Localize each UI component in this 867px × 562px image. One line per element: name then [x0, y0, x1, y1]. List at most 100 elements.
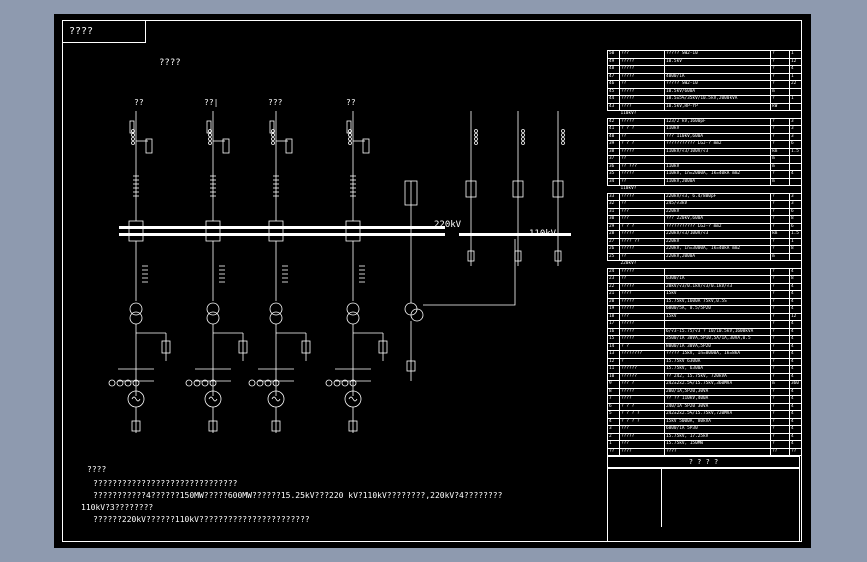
generator-wave: [348, 396, 358, 402]
bom-cell: [664, 267, 771, 276]
bom-cell: 1.5: [789, 230, 802, 239]
bom-cell: 12: [607, 357, 620, 366]
bom-cell: 26: [607, 245, 620, 254]
bom-cell: m: [770, 162, 790, 171]
notes-title: ????: [87, 465, 107, 474]
bom-cell: 15kV 5000A, 80kVA: [664, 417, 771, 426]
bom-cell: 220kV: [664, 207, 771, 216]
bom-cell: 10.5kV/600A: [664, 87, 771, 96]
generator-wave: [271, 396, 281, 402]
bom-cell: ?: [770, 200, 790, 209]
bom-cell: ??????: [619, 372, 665, 381]
bom-cell: 24: [607, 267, 620, 276]
aux-transformer: [161, 340, 171, 354]
bom-cell: [789, 162, 802, 171]
bom-cell: [664, 65, 771, 74]
bom-cell: [664, 320, 771, 329]
unit-label-3: ???: [268, 98, 283, 107]
bom-cell: 110kV/√3/100V/√3: [664, 147, 771, 156]
bom-cell: ???: [619, 440, 665, 449]
bom-row: ??????????????: [607, 447, 802, 456]
bom-cell: 15.75kV, 6300A: [664, 365, 771, 374]
bom-cell: 17: [607, 320, 620, 329]
bom-row: 10???????? 242, 15.75kV, 720kVA?4: [607, 372, 802, 381]
bom-row: 15?????2500/1A 30VA,5P10,5A/1A,30VA,0.5?…: [607, 335, 802, 344]
bom-cell: ?????: [619, 87, 665, 96]
bom-cell: km: [770, 230, 790, 239]
bom-cell: 15kV: [664, 312, 771, 321]
bom-cell: 3: [789, 125, 802, 134]
transformer-winding: [269, 302, 283, 316]
bom-row: 30?????? 220kV,600A?8: [607, 215, 802, 224]
ct-symbol: [208, 137, 212, 141]
breaker-symbol: [128, 220, 144, 242]
bom-cell: ?: [770, 117, 790, 126]
bom-cell: 42: [607, 117, 620, 126]
grounding-symbol: [208, 420, 218, 432]
bom-row: 40????? 110kV,600A?3: [607, 132, 802, 141]
feeder-pt: [554, 250, 562, 262]
bom-row: 49?????10.5kV?12: [607, 57, 802, 66]
bom-footer-label: ? ? ? ?: [607, 456, 800, 468]
ct-symbol: [208, 141, 212, 145]
ct-symbol: [271, 129, 275, 133]
ct-symbol: [521, 137, 525, 141]
bus-110kv: [459, 233, 571, 236]
ct-symbol: [124, 379, 132, 387]
bom-cell: ?????: [619, 95, 665, 104]
bom-cell: ?????: [619, 432, 665, 441]
bom-row: 26?????220kV, In=3000A, Ik=40kA mm2?8: [607, 245, 802, 254]
bom-cell: 2500/1A 30VA,5P10,5A/1A,30VA,0.5: [664, 335, 771, 344]
ct-symbol: [271, 137, 275, 141]
bom-cell: km: [770, 147, 790, 156]
bom-cell: 4: [789, 410, 802, 419]
bom-cell: ?????: [619, 57, 665, 66]
bom-cell: m: [770, 380, 790, 389]
bom-cell: ?: [770, 365, 790, 374]
ct-symbol: [348, 137, 352, 141]
tie-link-line: [423, 239, 516, 306]
bom-cell: ?: [770, 65, 790, 74]
bom-cell: ?: [770, 275, 790, 284]
bom-cell: 4: [789, 267, 802, 276]
bom-cell: 242±2x2.5%/15.75kV,360MVA: [664, 380, 771, 389]
bom-cell: [770, 260, 790, 269]
bom-cell: ?: [770, 237, 790, 246]
bom-cell: 9: [607, 380, 620, 389]
bom-cell: 4: [789, 425, 802, 434]
ct-symbol: [271, 141, 275, 145]
pt-symbol: [222, 138, 230, 154]
bom-cell: ?????: [619, 327, 665, 336]
arrester-symbol: [206, 120, 212, 134]
bom-cell: ?: [770, 290, 790, 299]
bom-row: 22?????20kV/√3/0.1kV/√3/0.1kV/√3?4: [607, 282, 802, 291]
aux-transformer: [238, 340, 248, 354]
bom-cell: m: [770, 252, 790, 261]
bom-cell: [664, 185, 771, 194]
bom-cell: ??: [619, 155, 665, 164]
bom-row: 12?15.75kV 6300A?4: [607, 357, 802, 366]
bom-cell: ?????: [619, 245, 665, 254]
bom-cell: ?????: [619, 230, 665, 239]
bom-cell: ?: [770, 50, 790, 59]
bom-cell: 4: [789, 402, 802, 411]
bom-cell: 4: [789, 327, 802, 336]
bom-cell: 22: [789, 80, 802, 89]
bom-cell: ?: [770, 387, 790, 396]
bom-row: 37??m: [607, 155, 802, 164]
bom-cell: ??: [607, 447, 620, 456]
note-line-2: ???????????4??????150MW?????600MW??????1…: [93, 491, 503, 500]
bom-cell: ?: [770, 327, 790, 336]
unit-label-4: ??: [346, 98, 356, 107]
bom-row: 3???6000/1A 5P30?4: [607, 425, 802, 434]
bom-cell: 15.75kV, 17.25kV: [664, 432, 771, 441]
ct-symbol: [561, 129, 565, 133]
bom-cell: 25: [607, 252, 620, 261]
ct-symbol: [561, 137, 565, 141]
bom-cell: 46: [607, 80, 620, 89]
bom-cell: 28: [607, 230, 620, 239]
bom-cell: 27: [607, 237, 620, 246]
bom-row: 29? ? ???????????? LGJ-? mm2?6: [607, 222, 802, 231]
bom-cell: ?: [770, 282, 790, 291]
